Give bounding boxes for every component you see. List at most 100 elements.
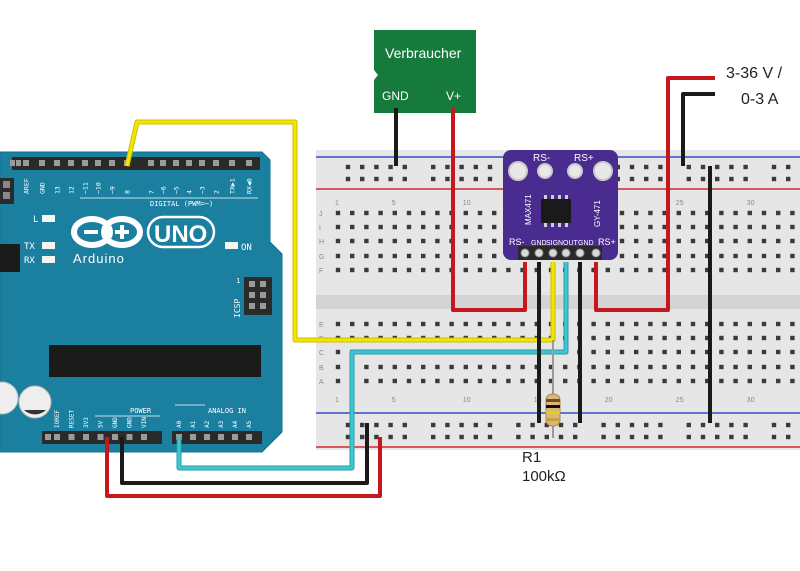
breadboard-hole (431, 176, 436, 182)
breadboard-hole (392, 210, 397, 216)
breadboard-hole (719, 335, 724, 341)
module-pin (575, 248, 585, 258)
breadboard-hole (719, 321, 724, 327)
breadboard-hole (719, 364, 724, 370)
breadboard-hole (605, 267, 610, 273)
breadboard-hole (421, 364, 426, 370)
chip-label: MAX471 (524, 194, 533, 225)
breadboard-hole (573, 434, 578, 440)
module-pin (548, 248, 558, 258)
breadboard-hole (487, 422, 493, 428)
icsp-header (244, 277, 272, 315)
usb-jack-pin (3, 192, 10, 199)
breadboard-hole (534, 321, 539, 327)
breadboard-hole (605, 321, 610, 327)
icsp-label: ICSP (233, 299, 242, 318)
breadboard-hole (459, 434, 464, 440)
breadboard-hole (421, 238, 426, 244)
breadboard-hole (364, 224, 369, 230)
breadboard-hole (335, 378, 341, 384)
row-letter: A (319, 379, 324, 386)
breadboard-hole (364, 210, 369, 216)
module-pin (534, 248, 544, 258)
chip-leg (544, 223, 547, 227)
breadboard-hole (629, 176, 635, 182)
breadboard-hole (335, 364, 341, 370)
row-letter: F (319, 268, 323, 275)
breadboard-hole (747, 335, 752, 341)
breadboard-hole (705, 224, 710, 230)
breadboard-hole (648, 364, 653, 370)
digital-pin-label: 13 (54, 186, 62, 194)
breadboard-hole (776, 364, 781, 370)
breadboard-hole (729, 434, 734, 440)
breadboard-hole (761, 253, 767, 259)
row-letter: E (319, 322, 324, 329)
breadboard-hole (676, 364, 681, 370)
breadboard-hole (445, 422, 450, 428)
breadboard-hole (392, 224, 397, 230)
breadboard-hole (676, 267, 681, 273)
header-pin (160, 160, 166, 166)
row-letter: B (319, 365, 324, 372)
breadboard-hole (743, 434, 748, 440)
module-pin (591, 248, 601, 258)
breadboard-hole (360, 164, 365, 170)
header-pin (109, 160, 115, 166)
breadboard-hole (459, 422, 464, 428)
breadboard-hole (629, 434, 635, 440)
breadboard-hole (733, 321, 738, 327)
breadboard-hole (601, 434, 606, 440)
breadboard-hole (644, 422, 649, 428)
breadboard-hole (771, 422, 777, 428)
breadboard-hole (477, 253, 483, 259)
breadboard-hole (463, 267, 468, 273)
breadboard-hole (534, 364, 539, 370)
breadboard-hole (705, 321, 710, 327)
breadboard-hole (402, 176, 407, 182)
breadboard-hole (378, 267, 383, 273)
breadboard-hole (743, 176, 748, 182)
breadboard-hole (459, 176, 464, 182)
digital-pin-label: RX◀0 (246, 178, 254, 194)
led-on-label: ON (241, 243, 252, 253)
led-l (42, 215, 55, 222)
breadboard-hole (591, 364, 596, 370)
digital-pin-label: 12 (68, 186, 76, 194)
breadboard-hole (648, 378, 653, 384)
breadboard-hole (335, 224, 341, 230)
breadboard-hole (463, 253, 468, 259)
breadboard-hole (771, 434, 777, 440)
breadboard-hole (435, 378, 440, 384)
breadboard-hole (705, 364, 710, 370)
breadboard-hole (364, 267, 369, 273)
breadboard-hole (690, 224, 696, 230)
breadboard-hole (506, 267, 511, 273)
breadboard-hole (619, 321, 625, 327)
breadboard-hole (406, 253, 412, 259)
breadboard-hole (487, 434, 493, 440)
analog-pin-label: A3 (218, 420, 225, 428)
breadboard-hole (520, 321, 525, 327)
atmega-chip (49, 345, 261, 377)
breadboard-hole (705, 253, 710, 259)
breadboard-hole (733, 378, 738, 384)
breadboard-hole (648, 267, 653, 273)
digital-header (12, 157, 260, 170)
breadboard-hole (715, 434, 720, 440)
breadboard-hole (662, 210, 667, 216)
header-pin (95, 160, 101, 166)
breadboard-hole (392, 378, 397, 384)
breadboard-hole (690, 253, 696, 259)
breadboard-hole (662, 335, 667, 341)
arduino-infinity-logo-icon (71, 216, 143, 248)
module-pin-label: RS+ (598, 237, 616, 247)
breadboard-hole (487, 164, 493, 170)
breadboard-hole (634, 321, 639, 327)
usb-chip (0, 244, 20, 272)
breadboard-hole (520, 378, 525, 384)
header-pin (45, 434, 51, 440)
breadboard-hole (648, 321, 653, 327)
breadboard-hole (747, 364, 752, 370)
